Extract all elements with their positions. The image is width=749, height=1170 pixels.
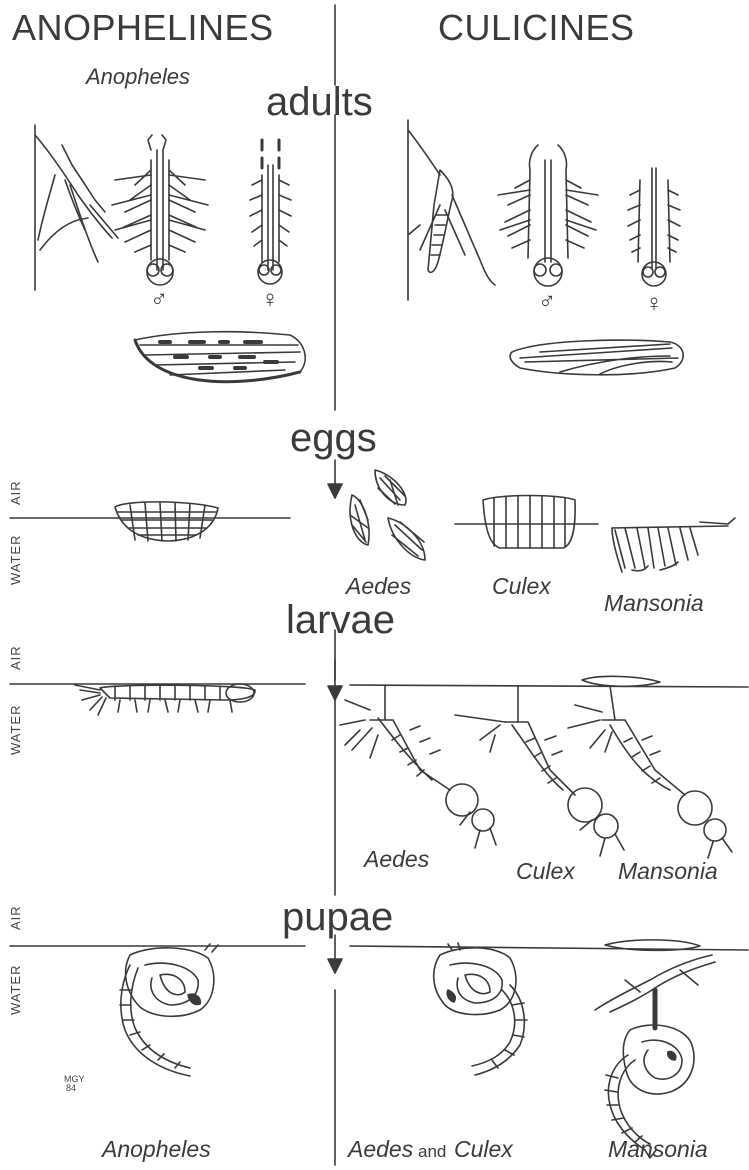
pupa-label-aedes: Aedes — [348, 1138, 413, 1161]
anopheles-male-head — [112, 135, 208, 285]
larva-label-culex: Culex — [516, 860, 575, 883]
anopheles-resting-posture — [35, 125, 118, 290]
egg-label-culex: Culex — [492, 575, 551, 598]
anopheles-female-symbol: ♀ — [261, 288, 279, 312]
stage-label-larvae: larvae — [286, 600, 395, 640]
eggs-air-label: AIR — [8, 480, 23, 505]
culicine-resting-posture — [408, 120, 495, 300]
pupa-label-mansonia: Mansonia — [608, 1138, 708, 1161]
larva-label-aedes: Aedes — [364, 848, 429, 871]
stage-label-eggs: eggs — [290, 418, 377, 458]
mansonia-larva — [568, 676, 732, 858]
culicine-wing — [510, 340, 683, 375]
stage-label-pupae: pupae — [282, 897, 393, 937]
pupa-label-anopheles: Anopheles — [102, 1138, 211, 1161]
aedes-culex-pupa — [434, 943, 527, 1075]
anopheles-wing — [135, 332, 305, 382]
stage-arrow-pupae — [328, 935, 342, 973]
larvae-water-label: WATER — [8, 705, 23, 756]
stage-label-adults: adults — [266, 82, 373, 122]
pupae-air-label: AIR — [8, 905, 23, 930]
anopheles-adult-label: Anopheles — [86, 66, 190, 88]
larvae-air-label: AIR — [8, 645, 23, 670]
culicine-female-symbol: ♀ — [645, 292, 663, 316]
anopheles-male-symbol: ♂ — [150, 288, 168, 312]
stage-arrow-larvae — [328, 660, 342, 700]
culicine-male-head — [498, 145, 598, 286]
larva-label-mansonia: Mansonia — [618, 860, 718, 883]
aedes-eggs — [350, 470, 425, 560]
eggs-water-label: WATER — [8, 535, 23, 586]
mansonia-pupa — [595, 940, 715, 1158]
aedes-larva — [340, 685, 496, 848]
artist-mark-line2: 84 — [66, 1084, 76, 1093]
anopheles-egg-raft — [115, 502, 218, 541]
anopheles-female-head — [250, 140, 291, 284]
stage-arrow-eggs — [328, 460, 342, 498]
culicines-header: CULICINES — [438, 10, 635, 46]
pupa-label-and: and — [418, 1143, 446, 1160]
culicine-female-head — [628, 168, 680, 286]
culicine-male-symbol: ♂ — [538, 290, 556, 314]
pupae-water-label: WATER — [8, 965, 23, 1016]
culex-egg-raft — [483, 496, 575, 549]
anopheles-pupa — [120, 944, 218, 1076]
egg-label-aedes: Aedes — [346, 575, 411, 598]
egg-label-mansonia: Mansonia — [604, 592, 704, 615]
anophelines-header: ANOPHELINES — [12, 10, 274, 46]
pupa-label-culex: Culex — [454, 1138, 513, 1161]
anopheles-larva — [75, 684, 255, 715]
